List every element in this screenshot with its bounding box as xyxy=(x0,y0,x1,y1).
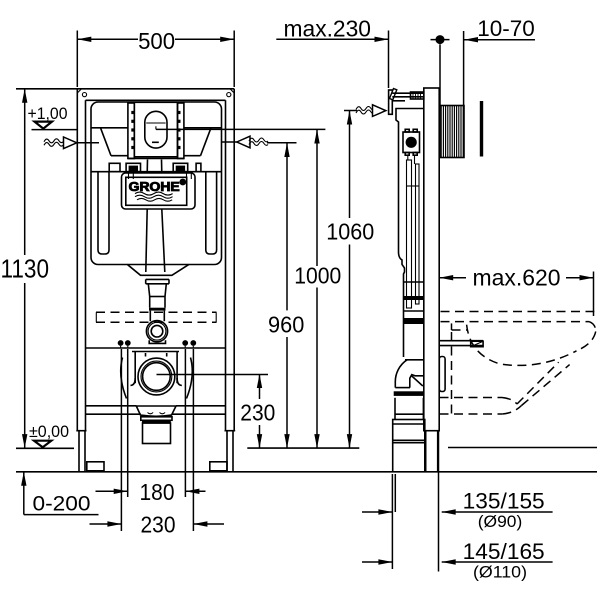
svg-text:max.230: max.230 xyxy=(284,15,372,41)
svg-text:1130: 1130 xyxy=(1,254,50,284)
svg-text:180: 180 xyxy=(140,479,175,505)
svg-text:GROHE: GROHE xyxy=(129,180,180,194)
svg-text:max.620: max.620 xyxy=(473,264,561,290)
svg-text:+1,00: +1,00 xyxy=(28,105,68,123)
svg-text:±0,00: ±0,00 xyxy=(29,423,69,441)
svg-text:230: 230 xyxy=(240,400,275,426)
svg-text:145/165: 145/165 xyxy=(463,539,545,564)
svg-text:1000: 1000 xyxy=(294,263,341,289)
svg-text:960: 960 xyxy=(268,311,304,337)
svg-text:230: 230 xyxy=(141,512,176,538)
svg-text:(Ø110): (Ø110) xyxy=(473,563,527,581)
svg-text:(Ø90): (Ø90) xyxy=(478,513,523,531)
svg-text:500: 500 xyxy=(138,28,175,54)
svg-text:1060: 1060 xyxy=(326,218,374,244)
svg-text:10-70: 10-70 xyxy=(477,16,535,41)
svg-text:0-200: 0-200 xyxy=(33,491,91,515)
svg-text:135/155: 135/155 xyxy=(463,488,545,513)
